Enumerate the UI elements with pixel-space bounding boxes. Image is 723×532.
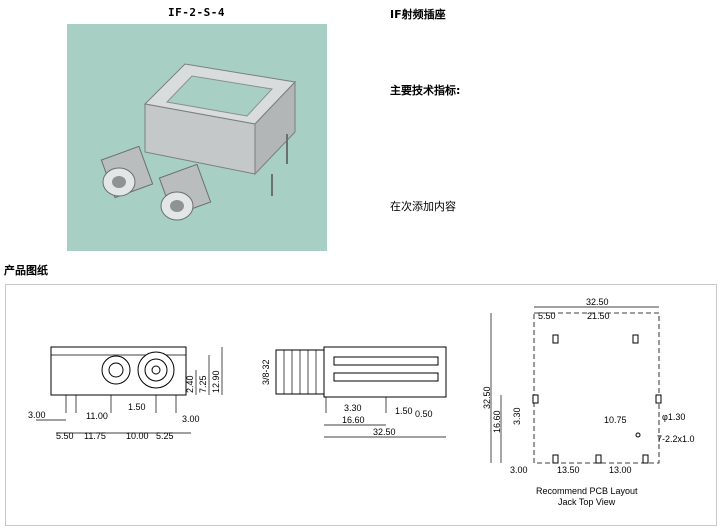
front-dim-8: 7.25: [198, 375, 208, 393]
rf-connector-image: [100, 63, 297, 221]
pcb-dim-8: 7-2.2x1.0: [657, 434, 695, 444]
drawing-heading: 产品图纸: [4, 264, 48, 277]
pcb-dim-5: 3.30: [512, 407, 522, 425]
pcb-dim-6: 10.75: [604, 415, 627, 425]
technical-drawing: 3.00 11.00 1.50 5.50 11.75 10.00 5.25 2.…: [28, 297, 695, 507]
pcb-dim-3: 32.50: [482, 386, 492, 409]
pcb-dim-2: 21.50: [587, 311, 610, 321]
pcb-dim-4: 16.60: [492, 410, 502, 433]
front-dim-7: 2.40: [185, 375, 195, 393]
product-name: IF射频插座: [390, 8, 446, 21]
pcb-dim-7: φ1.30: [662, 412, 685, 422]
side-dim-4: 16.60: [342, 415, 365, 425]
front-dim-6: 5.25: [156, 431, 174, 441]
front-view: 3.00 11.00 1.50 5.50 11.75 10.00 5.25 2.…: [28, 346, 223, 441]
front-dim-10: 3.00: [182, 414, 200, 424]
product-photo: [67, 24, 327, 251]
drawing-frame: 3.00 11.00 1.50 5.50 11.75 10.00 5.25 2.…: [5, 284, 717, 526]
pcb-dim-1: 5.50: [538, 311, 556, 321]
pcb-dim-10: 13.50: [557, 465, 580, 475]
side-dim-3: 0.50: [415, 409, 433, 419]
model-title: IF-2-S-4: [168, 6, 225, 19]
pcb-caption-1: Recommend PCB Layout: [536, 486, 638, 496]
front-dim-4: 11.75: [84, 431, 106, 441]
front-dim-3: 5.50: [56, 431, 74, 441]
front-dim-9: 12.90: [211, 370, 221, 393]
front-dim-5: 10.00: [126, 431, 149, 441]
pcb-dim-9: 3.00: [510, 465, 528, 475]
side-dim-1: 3.30: [344, 403, 362, 413]
spec-heading: 主要技术指标:: [390, 84, 461, 97]
side-dim-5: 32.50: [373, 427, 396, 437]
pcb-dim-11: 13.00: [609, 465, 632, 475]
side-dim-2: 1.50: [395, 406, 413, 416]
front-dim-2: 1.50: [128, 402, 146, 412]
front-dim-1: 11.00: [86, 411, 108, 421]
side-dim-0: 3/8-32: [261, 359, 271, 385]
front-dim-0: 3.00: [28, 410, 46, 420]
pcb-view: 32.50 5.50 21.50 32.50 16.60 3.30 10.75 …: [482, 297, 695, 507]
pcb-dim-0: 32.50: [586, 297, 609, 307]
pcb-caption-2: Jack Top View: [558, 497, 616, 507]
content-placeholder: 在次添加内容: [390, 200, 456, 213]
side-view: 3/8-32 3.30 1.50 0.50 16.60 32.50: [261, 346, 447, 438]
